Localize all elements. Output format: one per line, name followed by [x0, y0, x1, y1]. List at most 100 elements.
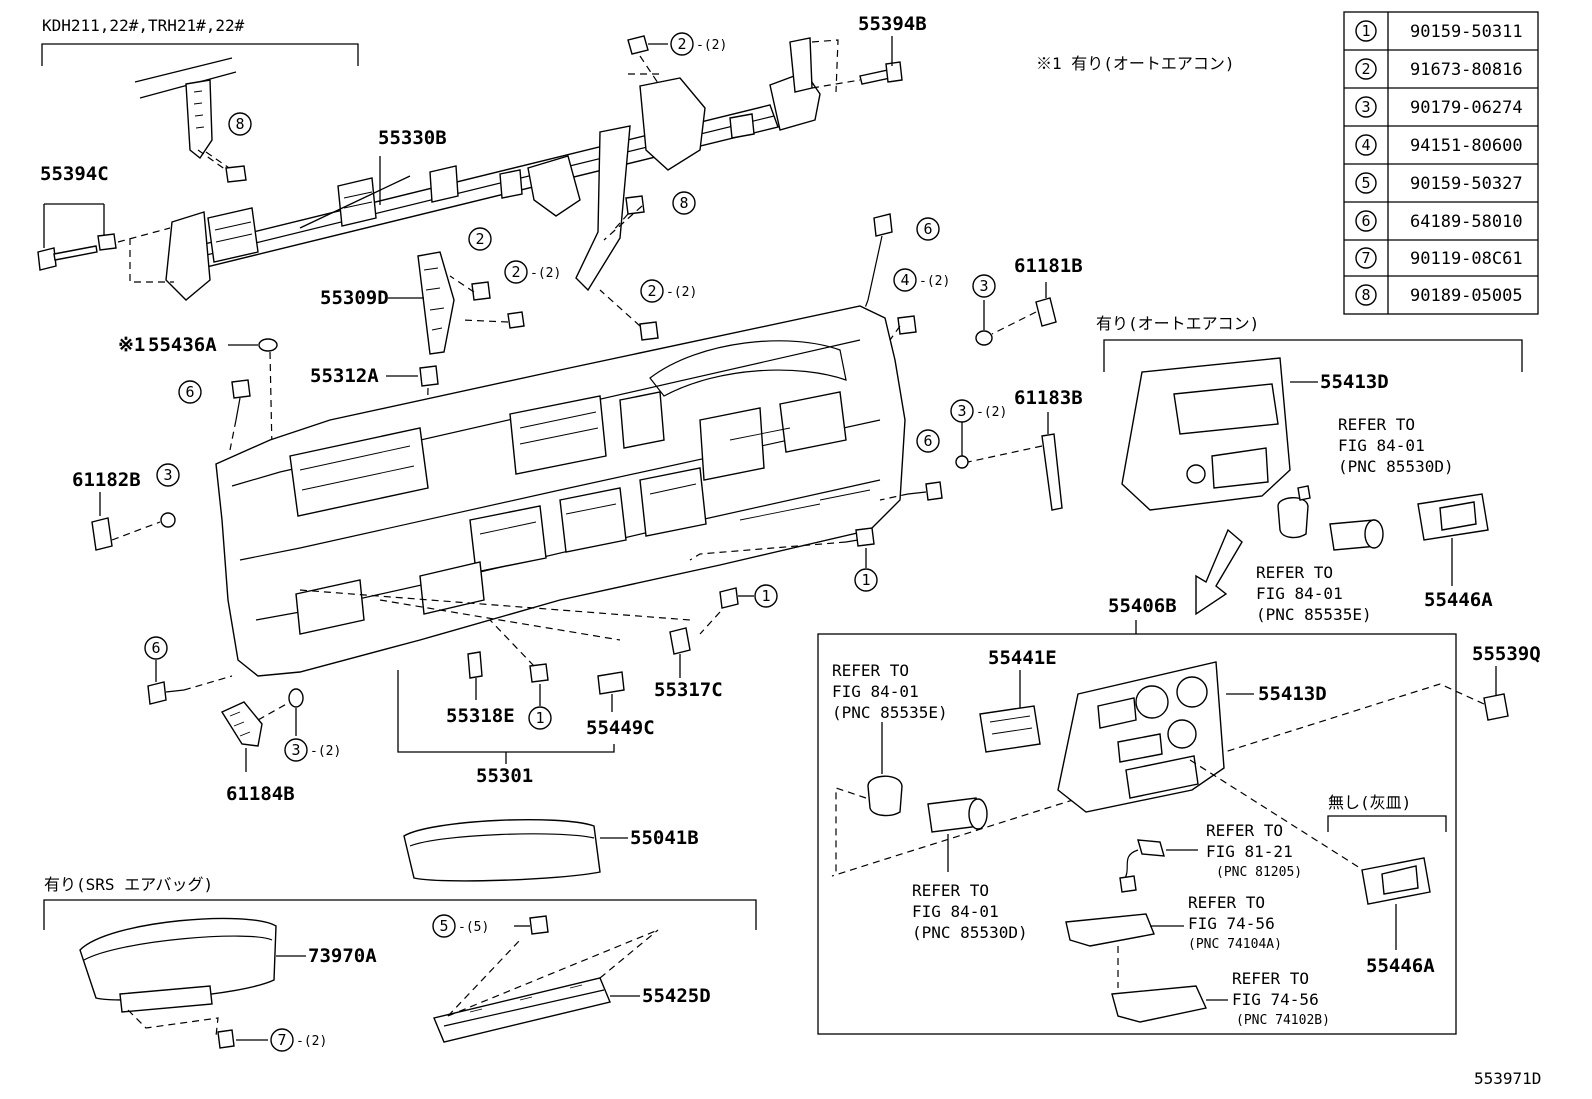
callout-6a-num: 6	[923, 220, 932, 238]
callout-2d-qty: -(2)	[666, 285, 697, 300]
assembly-box-55406B: 55406B 55441E 55413D	[817, 595, 1457, 1035]
callout-2a: 2 -(2)	[670, 32, 727, 56]
reference-r5: REFER TO FIG 81-21 (PNC 81205)	[1206, 821, 1302, 880]
table-row: 5 90159-50327	[1355, 172, 1523, 194]
callout-1b-num: 1	[761, 587, 770, 605]
part-label-55425D: 55425D	[642, 985, 711, 1007]
callout-3b: 3	[156, 463, 180, 487]
ref-r2-line1: REFER TO	[1256, 563, 1333, 582]
ref-r2-line3: (PNC 85535E)	[1256, 605, 1372, 624]
clip-55539Q: 55539Q	[831, 643, 1541, 877]
part-label-55539Q: 55539Q	[1472, 643, 1541, 665]
callout-1a: 1	[854, 568, 878, 592]
table-row-num: 7	[1361, 249, 1370, 267]
part-label-61182B: 61182B	[72, 469, 141, 491]
callout-1a-num: 1	[861, 571, 870, 589]
bolt-55394B: 55394B	[811, 13, 927, 93]
ref-r6-line2: FIG 74-56	[1188, 914, 1275, 933]
callout-2c-qty: -(2)	[530, 266, 561, 281]
callout-2d-num: 2	[647, 282, 656, 300]
callout-3c-qty: -(2)	[976, 405, 1007, 420]
part-label-55413D-box: 55413D	[1258, 683, 1327, 705]
table-row-num: 3	[1361, 98, 1370, 116]
part-label-55394B: 55394B	[858, 13, 927, 35]
callout-3b-num: 3	[163, 466, 172, 484]
table-row-part: 90179-06274	[1410, 98, 1523, 118]
callout-6d: 6	[144, 636, 168, 660]
part-label-61181B: 61181B	[1014, 255, 1083, 277]
table-row: 6 64189-58010	[1355, 210, 1523, 232]
fastener-table: 1 90159-50311 2 91673-80816 3 90179-0627…	[1343, 11, 1539, 315]
table-row-num: 8	[1361, 286, 1370, 304]
reference-r6: REFER TO FIG 74-56 (PNC 74104A)	[1188, 893, 1282, 952]
reference-r2: REFER TO FIG 84-01 (PNC 85535E)	[1256, 563, 1372, 624]
callout-8a-num: 8	[235, 115, 244, 133]
callout-5a: 5 -(5)	[432, 914, 489, 938]
part-label-55406B: 55406B	[1108, 595, 1177, 617]
table-row-part: 64189-58010	[1410, 212, 1523, 232]
part-label-55312A: 55312A	[310, 365, 379, 387]
dashboard-body-55301	[215, 305, 906, 677]
ref-r1-line2: FIG 84-01	[1338, 436, 1425, 455]
callout-3d: 3 -(2)	[284, 738, 341, 762]
part-label-55413D-top: 55413D	[1320, 371, 1389, 393]
part-label-55309D: 55309D	[320, 287, 389, 309]
part-label-55449C: 55449C	[586, 717, 655, 739]
part-label-55318E: 55318E	[446, 705, 515, 727]
callout-8b-num: 8	[679, 194, 688, 212]
callout-8a: 8	[228, 112, 252, 136]
ref-r6-line3: (PNC 74104A)	[1188, 937, 1282, 952]
part-label-55317C: 55317C	[654, 679, 723, 701]
table-row-num: 5	[1361, 174, 1370, 192]
table-row-num: 4	[1361, 136, 1370, 154]
callout-6d-num: 6	[151, 639, 160, 657]
part-label-55446A-top: 55446A	[1424, 589, 1493, 611]
ref-r1-line3: (PNC 85530D)	[1338, 457, 1454, 476]
callout-2c: 2 -(2)	[504, 260, 561, 284]
part-label-61183B: 61183B	[1014, 387, 1083, 409]
brackets-61181B-61183B: 61181B 61183B	[955, 255, 1083, 511]
part-label-55041B: 55041B	[630, 827, 699, 849]
ref-r3-line1: REFER TO	[832, 661, 909, 680]
reference-r7: REFER TO FIG 74-56 (PNC 74102B)	[1232, 969, 1330, 1028]
table-row-part: 91673-80816	[1410, 60, 1523, 80]
srs-group-label: 有り(SRS エアバッグ)	[44, 875, 213, 894]
fastener-leads-top	[197, 35, 917, 341]
bracket-55309D: 55309D	[320, 251, 455, 355]
ref-r7-line1: REFER TO	[1232, 969, 1309, 988]
part-label-55330B: 55330B	[378, 127, 447, 149]
part-label-61184B: 61184B	[226, 783, 295, 805]
callout-7a: 7 -(2)	[270, 1028, 327, 1052]
callout-2b: 2	[468, 227, 492, 251]
ref-r2-line2: FIG 84-01	[1256, 584, 1343, 603]
bolt-55394C: 55394C	[37, 163, 174, 283]
reference-r1: REFER TO FIG 84-01 (PNC 85530D)	[1338, 415, 1454, 476]
part-label-55301: 55301	[476, 765, 533, 787]
callout-3c: 3 -(2)	[950, 399, 1007, 423]
table-row: 4 94151-80600	[1355, 134, 1523, 156]
ref-r4-line2: FIG 84-01	[912, 902, 999, 921]
ref-r4-line3: (PNC 85530D)	[912, 923, 1028, 942]
ref-r4-line1: REFER TO	[912, 881, 989, 900]
fasteners-main: 55317C 61184B 55318E 55449C 55301	[91, 379, 943, 805]
callout-8b: 8	[672, 191, 696, 215]
glovebox-55041B: 55041B	[403, 819, 699, 882]
callout-1c: 1	[528, 706, 552, 730]
callout-6c-num: 6	[923, 432, 932, 450]
table-row-part: 90189-05005	[1410, 286, 1523, 306]
callout-6c: 6	[916, 429, 940, 453]
ref-r7-line2: FIG 74-56	[1232, 990, 1319, 1009]
table-row-num: 2	[1361, 60, 1370, 78]
model-bracket: KDH211,22#,TRH21#,22#	[41, 16, 359, 171]
ashtray-group-label: 無し(灰皿)	[1328, 793, 1411, 812]
part-label-55441E: 55441E	[988, 647, 1057, 669]
auto-ac-group: ※1 有り(オートエアコン) 有り(オートエアコン) 55413D 55446A	[1036, 54, 1523, 616]
reference-r4: REFER TO FIG 84-01 (PNC 85530D)	[912, 881, 1028, 942]
ref-r7-line3: (PNC 74102B)	[1236, 1013, 1330, 1028]
table-row-part: 90159-50327	[1410, 174, 1523, 194]
part-label-55436A-mark: ※1	[118, 334, 145, 356]
table-row-num: 1	[1361, 22, 1370, 40]
ref-r5-line2: FIG 81-21	[1206, 842, 1293, 861]
part-label-55394C: 55394C	[40, 163, 109, 185]
